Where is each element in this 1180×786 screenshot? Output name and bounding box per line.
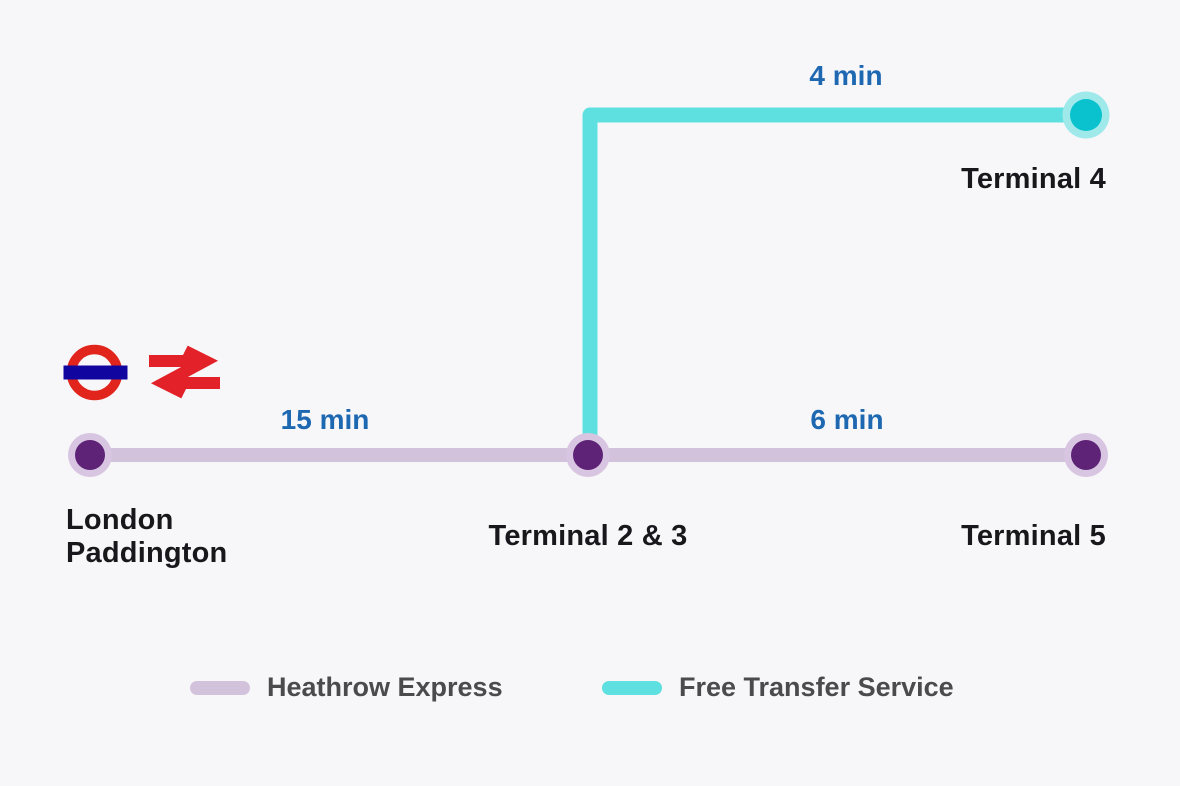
free-transfer-line [582,107,1086,455]
legend-label-free-transfer: Free Transfer Service [679,672,954,702]
station-dot-core [75,440,105,470]
station-dot-terminal-4 [1062,91,1110,139]
legend-item-free-transfer: Free Transfer Service [602,672,954,703]
station-dot-london-paddington [68,433,112,477]
roundel-bar [63,365,128,380]
station-label-london-paddington: London Paddington [66,504,228,569]
station-dot-terminal-5 [1064,433,1108,477]
duration-paddington-to-t23: 15 min [280,404,370,435]
station-label-terminal-4: Terminal 4 [961,163,1106,195]
london-underground-roundel-icon [63,344,128,401]
duration-t23-to-t4: 4 min [809,60,883,91]
duration-t23-to-t5: 6 min [810,404,884,435]
station-dot-core [573,440,603,470]
station-dot-terminal-2-3 [566,433,610,477]
legend-swatch-transfer-line [602,680,662,695]
station-label-terminal-2-3: Terminal 2 & 3 [488,520,688,552]
legend-label-heathrow-express: Heathrow Express [267,672,503,702]
legend-item-heathrow-express: Heathrow Express [190,672,503,703]
national-rail-icon [149,345,220,399]
station-label-terminal-5: Terminal 5 [961,520,1106,552]
station-dot-core [1071,440,1101,470]
legend-swatch-express-line [190,680,250,695]
station-dot-core [1070,99,1102,131]
